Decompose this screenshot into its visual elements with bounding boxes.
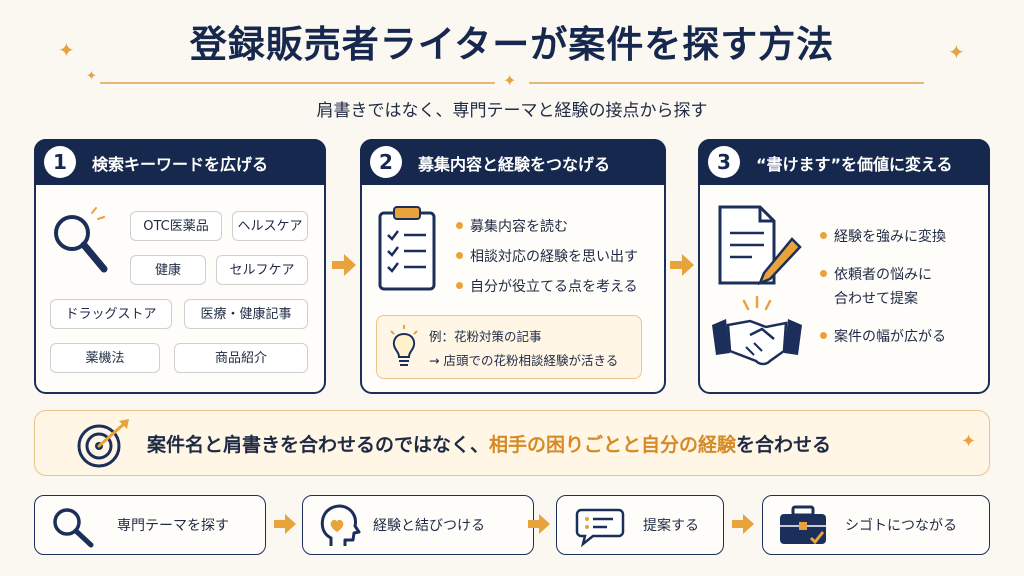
list-item-text: 合わせて提案 xyxy=(834,291,918,307)
page-title: 登録販売者ライターが案件を探す方法 xyxy=(189,23,835,66)
step-number-badge: 1 xyxy=(44,146,76,178)
flow-step-label: 提案する xyxy=(643,518,699,534)
arrow-right-icon xyxy=(528,514,550,534)
bullet-dot xyxy=(820,232,827,239)
banner-text-part: 案件名と肩書きを合わせるのではなく、 xyxy=(147,434,490,456)
flow-step-search: 専門テーマを探す xyxy=(34,495,266,555)
keyword-tag: ドラッグストア xyxy=(50,299,172,329)
banner-text-part: を合わせる xyxy=(736,434,832,456)
keyword-tag: 医療・健康記事 xyxy=(184,299,308,329)
step-number-badge: 2 xyxy=(370,146,402,178)
arrow-right-icon xyxy=(274,514,296,534)
arrow-right-icon xyxy=(732,514,754,534)
banner-message: 案件名と肩書きを合わせるのではなく、相手の困りごとと自分の経験を合わせる xyxy=(147,430,831,457)
list-item-text: 案件の幅が広がる xyxy=(834,329,946,345)
magnifier-icon xyxy=(53,508,94,548)
target-icon xyxy=(77,419,129,468)
bullet-dot xyxy=(456,252,463,259)
panel-connect-experience: 2 募集内容と経験をつなげる 募集内容を読む 相談対応の経験を思い出す 自分が役… xyxy=(360,139,666,394)
keyword-tag: OTC医薬品 xyxy=(130,211,222,241)
flow-step-label: 専門テーマを探す xyxy=(117,518,229,534)
panel-header: 1 検索キーワードを広げる xyxy=(34,139,326,185)
keyword-tag: 薬機法 xyxy=(50,343,160,373)
arrow-right-icon xyxy=(332,254,356,276)
bullet-dot xyxy=(820,332,827,339)
flow-step-label: シゴトにつながる xyxy=(845,518,957,534)
title-divider-left xyxy=(100,82,495,84)
list-item-text: 依頼者の悩みに xyxy=(834,267,932,283)
panel-title: “書けます”を価値に変える xyxy=(756,155,953,174)
document-pen-icon xyxy=(718,205,802,286)
handshake-icon xyxy=(712,295,802,366)
keyword-tag: セルフケア xyxy=(216,255,308,285)
panel-title: 募集内容と経験をつなげる xyxy=(418,155,611,174)
clipboard-icon xyxy=(378,206,436,291)
panel-title: 検索キーワードを広げる xyxy=(92,155,269,174)
title-divider-right xyxy=(529,82,924,84)
bullet-dot xyxy=(456,222,463,229)
step-number-badge: 3 xyxy=(708,146,740,178)
panel-keywords: 1 検索キーワードを広げる OTC医薬品 ヘルスケア 健康 セルフケア ドラッグ… xyxy=(34,139,326,394)
panel-value: 3 “書けます”を価値に変える 経験を強みに変換 依頼者の悩みに 合わせて提案 … xyxy=(698,139,990,394)
keyword-tag: 商品紹介 xyxy=(174,343,308,373)
bullet-dot xyxy=(456,282,463,289)
flow-step-label: 経験と結びつける xyxy=(373,518,485,534)
sparkle-icon: ✦ xyxy=(948,40,965,64)
example-text: 例：花粉対策の記事 xyxy=(429,329,542,344)
example-text: → 店頭での花粉相談経験が活きる xyxy=(429,353,619,368)
panel-header: 3 “書けます”を価値に変える xyxy=(698,139,990,185)
key-message-banner: 案件名と肩書きを合わせるのではなく、相手の困りごとと自分の経験を合わせる ✦ xyxy=(34,410,990,476)
speech-bubble-icon xyxy=(575,508,625,548)
sparkle-icon: ✦ xyxy=(961,431,977,452)
arrow-right-icon xyxy=(670,254,694,276)
list-item-text: 募集内容を読む xyxy=(470,219,568,235)
banner-highlight: 相手の困りごとと自分の経験 xyxy=(489,434,737,456)
magnifier-icon xyxy=(54,207,108,273)
head-heart-icon xyxy=(320,504,361,546)
list-item-text: 自分が役立てる点を考える xyxy=(470,279,638,295)
bullet-dot xyxy=(820,270,827,277)
lightbulb-icon xyxy=(390,325,418,366)
keyword-tag: 健康 xyxy=(130,255,206,285)
panel-header: 2 募集内容と経験をつなげる xyxy=(360,139,666,185)
list-item-text: 相談対応の経験を思い出す xyxy=(470,249,638,265)
flow-step-connect: 経験と結びつける xyxy=(302,495,534,555)
briefcase-icon xyxy=(780,505,826,545)
example-callout: 例：花粉対策の記事 → 店頭での花粉相談経験が活きる xyxy=(376,315,642,379)
keyword-tag: ヘルスケア xyxy=(232,211,308,241)
sparkle-icon: ✦ xyxy=(58,38,75,62)
sparkle-icon: ✦ xyxy=(86,69,97,84)
page-subtitle: 肩書きではなく、専門テーマと経験の接点から探す xyxy=(316,101,708,121)
flow-step-propose: 提案する xyxy=(556,495,724,555)
sparkle-icon: ✦ xyxy=(503,71,517,90)
flow-step-job: シゴトにつながる xyxy=(762,495,990,555)
list-item-text: 経験を強みに変換 xyxy=(834,229,946,245)
